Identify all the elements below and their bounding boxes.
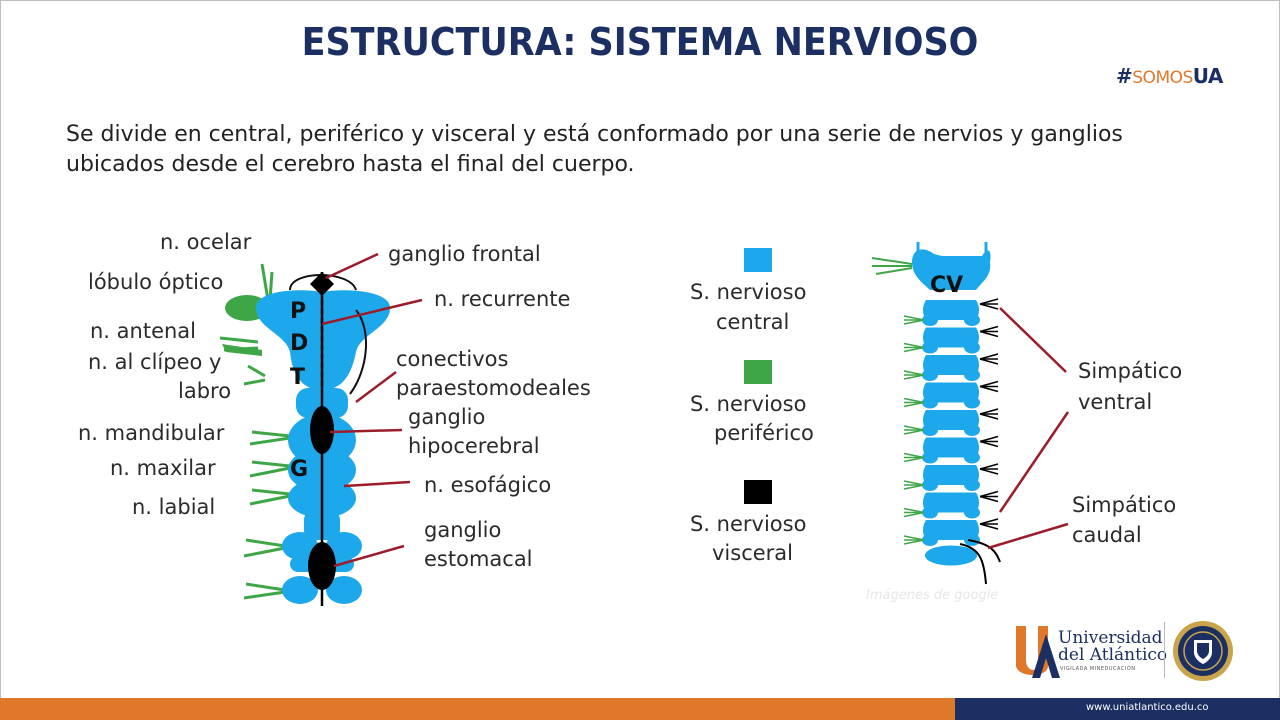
label-estomacal: estomacal (424, 547, 533, 571)
chain-ganglion-right (964, 452, 980, 464)
chain-ganglion-right (964, 479, 980, 491)
footer-url[interactable]: www.uniatlantico.edu.co (1086, 702, 1209, 713)
label-n-clipeo: n. al clípeo y (88, 350, 221, 374)
chain-ganglion-left (922, 369, 938, 381)
head-nerves-green (872, 258, 912, 274)
chain-ganglion-left (922, 397, 938, 409)
insect-nervous-system-diagram: P D T G n. ocelar lóbulo óptico n. anten… (78, 230, 591, 606)
label-labro: labro (178, 379, 231, 403)
chain-ganglion-left (922, 479, 938, 491)
legend-peripheral-line2: periférico (714, 421, 814, 445)
label-simpatico-2: Simpático (1072, 493, 1176, 517)
legend-central-line1: S. nervioso (690, 280, 806, 304)
legend: S. nervioso central S. nervioso periféri… (690, 248, 814, 565)
letter-g: G (290, 457, 308, 482)
watermark: Imágenes de google (866, 588, 998, 603)
label-conectivos: conectivos (396, 347, 508, 371)
label-n-labial: n. labial (132, 495, 215, 519)
chain-ganglion-left (922, 534, 938, 546)
university-name-line2: del Atlántico (1058, 647, 1167, 664)
antennal-nerve (222, 344, 262, 356)
hypocerebral-ganglion (310, 406, 334, 454)
chain-ganglion-left (922, 452, 938, 464)
label-caudal: caudal (1072, 523, 1142, 547)
university-tagline: VIGILADA MINEDUCACIÓN (1060, 666, 1136, 672)
sympathetic-chain-diagram: CV Simpático ventral Simpático caudal (872, 242, 1182, 584)
right-leader-lines (988, 308, 1068, 548)
chain-ganglion-right (964, 369, 980, 381)
legend-central-line2: central (716, 310, 789, 334)
legend-peripheral-line1: S. nervioso (690, 392, 806, 416)
letter-p: P (290, 299, 306, 324)
chain-ganglion-left (922, 314, 938, 326)
label-n-maxilar: n. maxilar (110, 456, 216, 480)
chain-terminal-ganglion (925, 546, 977, 566)
legend-swatch-visceral (744, 480, 772, 504)
label-ventral: ventral (1078, 390, 1152, 414)
label-ganglio-hipo: ganglio (408, 405, 485, 429)
chain-ganglion-left (922, 424, 938, 436)
letter-t: T (290, 365, 305, 390)
chain-ganglion-right (964, 424, 980, 436)
ventral-chain-segments (904, 299, 998, 566)
label-n-esofagico: n. esofágico (424, 473, 551, 497)
label-n-antenal: n. antenal (90, 319, 196, 343)
chain-ganglion-left (922, 342, 938, 354)
label-lobulo-optico: lóbulo óptico (88, 270, 223, 294)
label-paraestomodeales: paraestomodeales (396, 376, 591, 400)
label-n-mandibular: n. mandibular (78, 421, 225, 445)
chain-ganglion-right (964, 314, 980, 326)
footer-orange-bar (0, 698, 955, 720)
label-ganglio-esto: ganglio (424, 518, 501, 542)
legend-swatch-central (744, 248, 772, 272)
chain-ganglion-right (964, 342, 980, 354)
chain-ganglion-right (964, 507, 980, 519)
logo-divider (1164, 622, 1165, 678)
legend-visceral-line2: visceral (712, 541, 793, 565)
label-ganglio-frontal: ganglio frontal (388, 242, 541, 266)
label-simpatico-1: Simpático (1078, 359, 1182, 383)
legend-visceral-line1: S. nervioso (690, 512, 806, 536)
university-seal (1172, 620, 1234, 682)
letter-d: D (290, 331, 308, 356)
legend-swatch-peripheral (744, 360, 772, 384)
chain-ganglion-left (922, 507, 938, 519)
label-n-ocelar: n. ocelar (160, 230, 252, 254)
chain-ganglion-right (964, 397, 980, 409)
label-hipocerebral: hipocerebral (408, 434, 540, 458)
label-n-recurrente: n. recurrente (434, 287, 570, 311)
cv-label: CV (930, 273, 963, 298)
university-name: Universidad del Atlántico (1058, 630, 1167, 664)
stomatogastric-ganglion (308, 542, 336, 590)
